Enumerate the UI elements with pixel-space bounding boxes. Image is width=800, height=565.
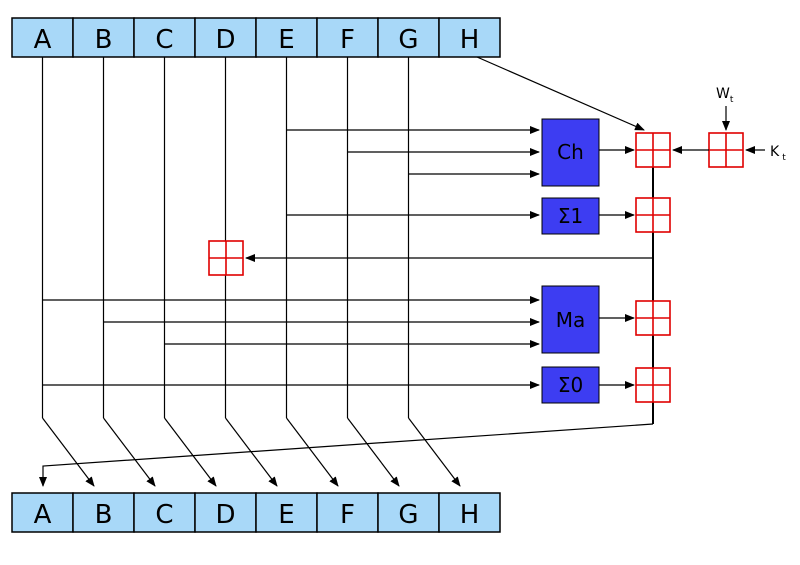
wire-to-new-a	[39, 423, 654, 487]
bottom-register: A B C D E F G H	[11, 492, 501, 533]
bottom-register-cell-a: A	[11, 492, 74, 533]
bottom-register-cell-d: D	[194, 492, 257, 533]
vertical-wires	[41, 57, 410, 418]
top-register-label-d: D	[215, 25, 235, 55]
shift-g-to-h	[408, 417, 461, 487]
adder-ma	[635, 300, 671, 336]
sigma1-label: Σ1	[558, 204, 583, 228]
bottom-register-label-a: A	[34, 500, 52, 530]
top-register-cell-c: C	[133, 17, 196, 58]
top-register-label-c: C	[155, 25, 173, 55]
bottom-register-cell-e: E	[255, 492, 318, 533]
bottom-register-cell-c: C	[133, 492, 196, 533]
top-register-cell-g: G	[377, 17, 440, 58]
top-register-label-e: E	[278, 25, 294, 55]
top-register-label-a: A	[34, 25, 52, 55]
shift-c-to-d	[164, 417, 217, 487]
sigma0-label: Σ0	[558, 373, 583, 397]
top-register-label-h: H	[460, 25, 480, 55]
bottom-register-label-d: D	[215, 500, 235, 530]
top-register-label-b: B	[95, 25, 113, 55]
bottom-register-cell-f: F	[316, 492, 379, 533]
adder-sigma0	[635, 367, 671, 403]
bottom-register-cell-h: H	[438, 492, 501, 533]
bottom-register-cell-b: B	[72, 492, 135, 533]
shift-wires	[42, 417, 461, 487]
w-input-label: Wt	[716, 86, 734, 105]
ch-box: Ch	[541, 118, 600, 187]
ch-label: Ch	[557, 140, 584, 164]
top-register-cell-h: H	[438, 17, 501, 58]
shift-e-to-f	[286, 417, 339, 487]
top-register-cell-f: F	[316, 17, 379, 58]
shift-a-to-b	[42, 417, 95, 487]
bottom-register-label-c: C	[155, 500, 173, 530]
sigma0-box: Σ0	[541, 366, 600, 404]
adder-wk	[708, 132, 744, 168]
function-outputs	[599, 146, 635, 389]
shift-b-to-c	[103, 417, 156, 487]
bottom-register-label-g: G	[398, 500, 418, 530]
adder-top	[635, 132, 671, 168]
bottom-register-label-h: H	[460, 500, 480, 530]
adder-sigma1	[635, 197, 671, 233]
top-register: A B C D E F G H	[11, 17, 501, 58]
top-register-cell-b: B	[72, 17, 135, 58]
adder-d	[208, 240, 244, 276]
top-register-label-g: G	[398, 25, 418, 55]
bottom-register-label-e: E	[278, 500, 294, 530]
shift-f-to-g	[347, 417, 400, 487]
wire-h-to-adder	[476, 56, 645, 131]
bottom-register-label-f: F	[340, 500, 355, 530]
top-register-cell-e: E	[255, 17, 318, 58]
top-register-cell-a: A	[11, 17, 74, 58]
ma-inputs	[42, 296, 540, 348]
bottom-register-label-b: B	[95, 500, 113, 530]
top-register-label-f: F	[340, 25, 355, 55]
top-register-cell-d: D	[194, 17, 257, 58]
bottom-register-cell-g: G	[377, 492, 440, 533]
ma-box: Ma	[541, 285, 600, 354]
ma-label: Ma	[556, 308, 586, 332]
ch-inputs	[286, 126, 540, 178]
sigma1-box: Σ1	[541, 197, 600, 235]
